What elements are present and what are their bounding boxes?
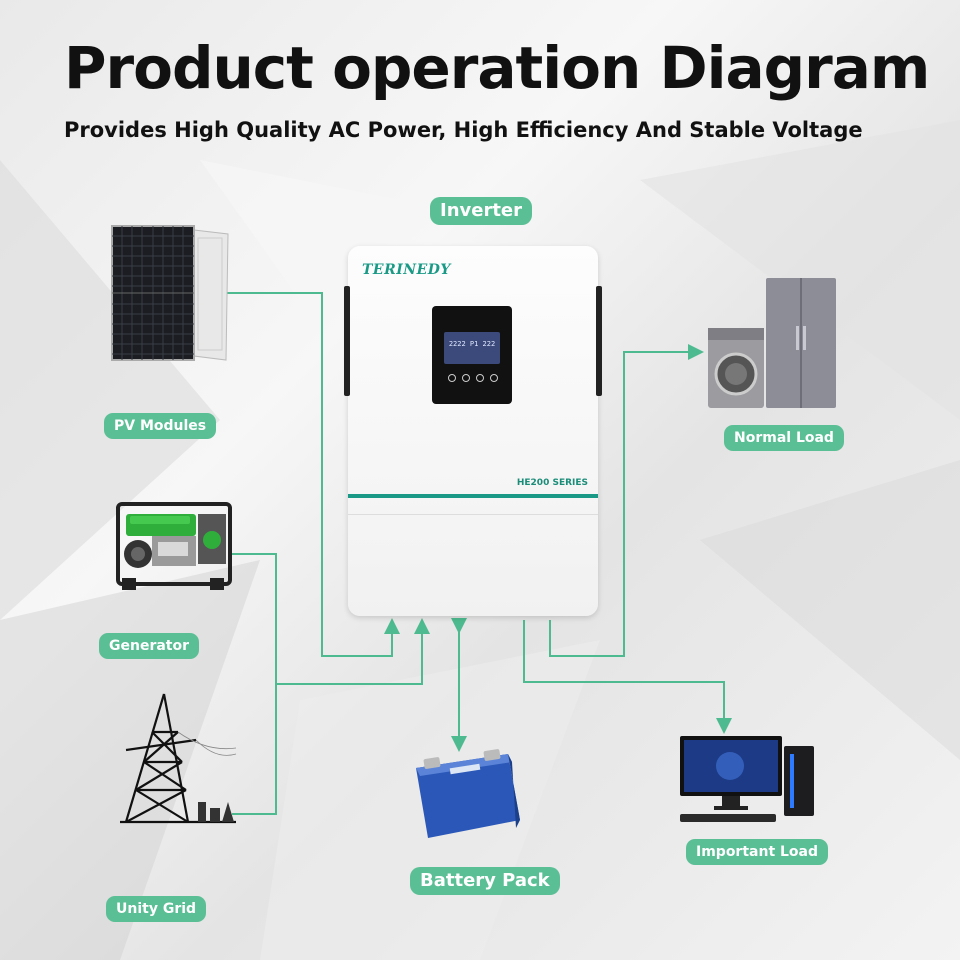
washer-fridge-icon: [708, 278, 836, 408]
battery-icon: [416, 749, 520, 838]
inverter-series: HE200 SERIES: [516, 478, 588, 488]
panel-button-2: [462, 374, 470, 382]
inverter-side-bracket-left: [344, 286, 350, 396]
generator-label: Generator: [99, 633, 200, 659]
wire-pv: [226, 292, 400, 657]
important-load-label: Important Load: [686, 839, 829, 865]
generator-icon: [116, 502, 232, 590]
normal-load-label: Normal Load: [724, 425, 844, 451]
wire-important-load: [523, 620, 732, 734]
wire-grid: [232, 618, 430, 815]
inverter-brand-logo: TERINEDY: [362, 262, 451, 278]
battery-pack-label: Battery Pack: [410, 867, 560, 895]
computer-icon: [680, 736, 814, 822]
page-subtitle: Provides High Quality AC Power, High Eff…: [64, 118, 863, 142]
panel-button-4: [490, 374, 498, 382]
inverter-unit: TERINEDY 2222 P1 222 HE200 SERIES: [344, 246, 602, 616]
inverter-cover-seam: [348, 514, 598, 515]
lcd-readout: 2222 P1 222: [448, 340, 496, 348]
inverter-side-bracket-right: [596, 286, 602, 396]
page-title: Product operation Diagram: [64, 34, 930, 102]
pv-modules-label: PV Modules: [104, 413, 217, 439]
inverter-accent-stripe: [348, 494, 598, 498]
power-tower-icon: [120, 693, 237, 824]
wire-generator: [228, 553, 277, 684]
solar-panel-icon: [111, 225, 229, 361]
wire-normal-load: [549, 344, 704, 657]
panel-button-3: [476, 374, 484, 382]
inverter-label: Inverter: [430, 197, 533, 225]
lcd-display: 2222 P1 222: [444, 332, 500, 364]
unity-grid-label: Unity Grid: [106, 896, 207, 922]
panel-button-1: [448, 374, 456, 382]
inverter-control-panel: 2222 P1 222: [432, 306, 512, 404]
